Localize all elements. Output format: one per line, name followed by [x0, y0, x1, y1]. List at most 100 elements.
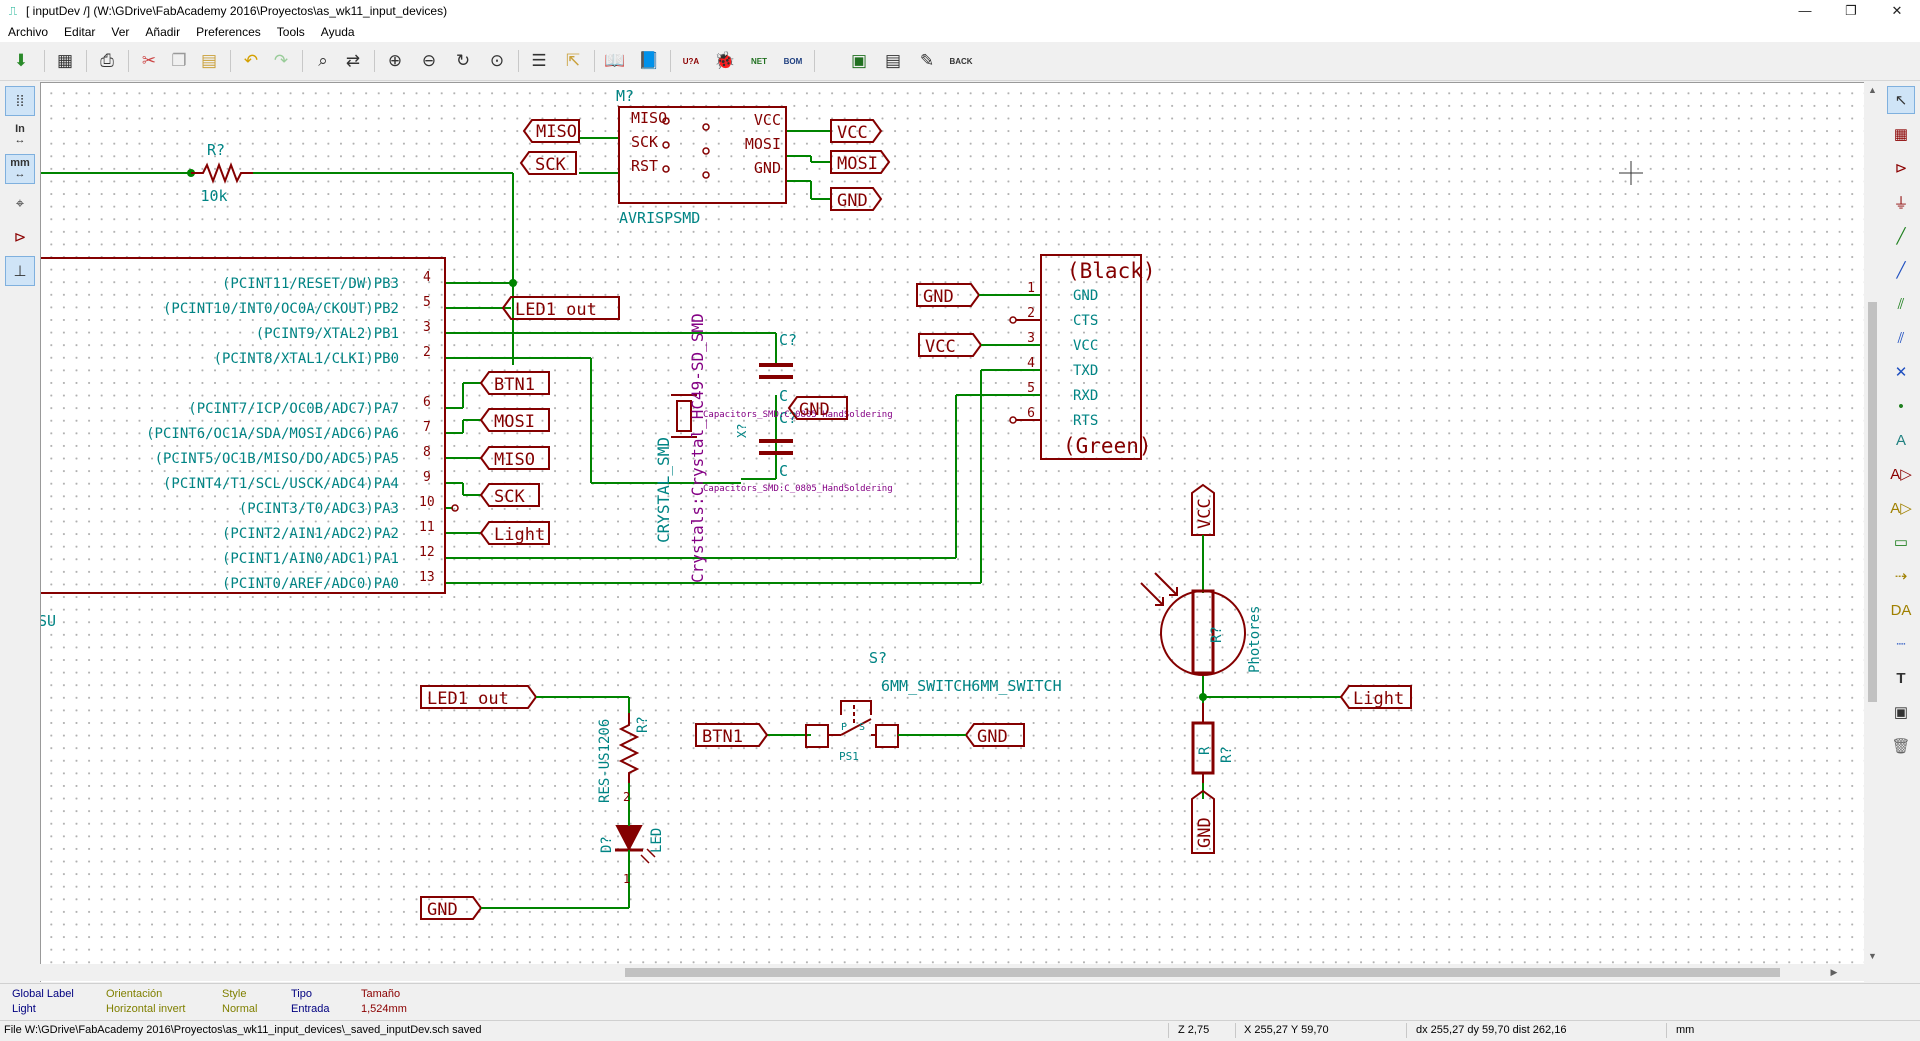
- add-sheet-pin-icon[interactable]: DA: [1890, 601, 1912, 619]
- add-graphic-line-icon[interactable]: ┈: [1896, 636, 1906, 653]
- add-image-icon[interactable]: ▣: [1893, 704, 1909, 721]
- label-btn1[interactable]: BTN1: [479, 371, 550, 395]
- led-triangle: [615, 825, 643, 852]
- add-wire-icon[interactable]: ╱: [1896, 228, 1906, 245]
- ftdi-pin-lines: [1016, 319, 1041, 421]
- import-sheet-pin-icon[interactable]: ⇢: [1894, 568, 1908, 585]
- bom-icon[interactable]: BOM: [780, 48, 806, 74]
- add-label-icon[interactable]: A: [1895, 431, 1906, 449]
- label-switch-gnd[interactable]: GND: [964, 723, 1025, 747]
- units-inch-button[interactable]: In↔: [14, 123, 26, 146]
- select-arrow-icon[interactable]: ↖: [1887, 86, 1915, 114]
- menu-ayuda[interactable]: Ayuda: [320, 25, 355, 39]
- label-isp-mosi[interactable]: MOSI: [830, 150, 891, 174]
- maximize-button[interactable]: ❐: [1845, 3, 1857, 18]
- print-icon[interactable]: ⎙: [100, 51, 114, 70]
- msg-item-label: Global Label Light: [12, 987, 74, 1017]
- wire-bus-entry-icon[interactable]: ⫽: [1897, 295, 1905, 313]
- add-text-icon[interactable]: T: [1896, 669, 1906, 687]
- zoom-in-icon[interactable]: ⊕: [387, 51, 403, 70]
- label-miso[interactable]: MISO: [479, 446, 550, 470]
- horizontal-scroll-thumb[interactable]: [625, 968, 1780, 977]
- copy-icon[interactable]: ❐: [171, 51, 187, 70]
- back-annotate-icon[interactable]: BACK: [948, 48, 974, 74]
- redo-icon[interactable]: ↷: [273, 51, 289, 70]
- scroll-right-icon[interactable]: ▶: [1830, 967, 1838, 977]
- label-ftdi-gnd[interactable]: GND: [916, 283, 981, 307]
- horizontal-scrollbar[interactable]: ▶: [40, 964, 1864, 981]
- mcu-pin-num-5: 5: [423, 295, 431, 310]
- undo-icon[interactable]: ↶: [243, 51, 259, 70]
- library-browser-icon[interactable]: 📘: [638, 51, 660, 70]
- pcbnew-icon[interactable]: ▤: [884, 51, 902, 70]
- wire-angle-icon[interactable]: ⊥: [5, 256, 35, 286]
- label-isp-gnd[interactable]: GND: [830, 187, 883, 211]
- bus-bus-entry-icon[interactable]: ⫽: [1897, 329, 1905, 347]
- erc-icon[interactable]: 🐞: [714, 51, 736, 70]
- netlist-icon[interactable]: NET: [746, 48, 772, 74]
- add-component-icon[interactable]: ⊳: [1894, 160, 1908, 177]
- add-junction-icon[interactable]: •: [1898, 397, 1904, 415]
- label-photo-gnd[interactable]: GND: [1191, 789, 1215, 854]
- label-light-mcu[interactable]: Light: [479, 521, 550, 545]
- library-editor-icon[interactable]: 📖: [604, 51, 626, 70]
- label-sck[interactable]: SCK: [479, 483, 540, 507]
- hidden-pins-icon[interactable]: ⊳: [13, 229, 27, 246]
- cvpcb-icon[interactable]: ▣: [850, 51, 868, 70]
- schematic-canvas[interactable]: R? 10k M? AVRISPSMD MISO SCK RST VCC MOS…: [40, 82, 1864, 982]
- label-led-led1-out[interactable]: LED1_out: [420, 685, 538, 709]
- units-mm-button[interactable]: mm↔: [5, 154, 35, 184]
- cursor-shape-icon[interactable]: ⌖: [15, 194, 25, 212]
- menu-tools[interactable]: Tools: [276, 25, 305, 39]
- zoom-out-icon[interactable]: ⊖: [421, 51, 437, 70]
- scroll-up-icon[interactable]: ▲: [1868, 85, 1877, 95]
- label-led-gnd[interactable]: GND: [420, 896, 483, 920]
- vertical-scroll-thumb[interactable]: [1868, 302, 1877, 702]
- label-led-gnd-text: GND: [427, 900, 458, 920]
- menu-editar[interactable]: Editar: [64, 25, 96, 39]
- annotate-icon[interactable]: U?A: [678, 48, 704, 74]
- close-button[interactable]: ✕: [1891, 3, 1903, 18]
- delete-icon[interactable]: 🗑: [1891, 738, 1911, 755]
- menu-archivo[interactable]: Archivo: [8, 25, 49, 39]
- label-isp-miso[interactable]: MISO: [522, 119, 580, 143]
- menu-anadir[interactable]: Añadir: [145, 25, 181, 39]
- switch-s-label: S: [859, 722, 865, 733]
- add-power-icon[interactable]: ⏚: [1893, 194, 1909, 212]
- add-hier-label-icon[interactable]: A▷: [1890, 500, 1912, 517]
- scroll-down-icon[interactable]: ▼: [1868, 951, 1877, 961]
- menu-ver[interactable]: Ver: [111, 25, 130, 39]
- label-mosi[interactable]: MOSI: [479, 408, 550, 432]
- label-switch-btn1[interactable]: BTN1: [695, 723, 769, 747]
- hierarchy-icon[interactable]: ☰: [531, 51, 547, 70]
- highlight-net-icon[interactable]: ▦: [1893, 126, 1909, 143]
- cut-icon[interactable]: ✂: [141, 51, 157, 70]
- paste-icon[interactable]: ▤: [200, 51, 218, 70]
- label-isp-vcc[interactable]: VCC: [830, 119, 883, 143]
- find-replace-icon[interactable]: ⇄: [345, 51, 361, 70]
- add-global-label-icon[interactable]: A▷: [1890, 466, 1912, 483]
- vertical-scrollbar[interactable]: ▲ ▼: [1864, 82, 1881, 982]
- grid-toggle-icon[interactable]: ⁞⁞: [5, 86, 35, 116]
- add-hier-sheet-icon[interactable]: ▭: [1893, 534, 1909, 551]
- add-bus-icon[interactable]: ╱: [1896, 262, 1906, 279]
- mcu-pin-num-3: 3: [423, 320, 431, 335]
- crystal-value: CRYSTAL_SMD: [654, 437, 673, 543]
- page-settings-icon[interactable]: ▦: [56, 51, 74, 70]
- label-cap-gnd[interactable]: GND: [787, 396, 848, 420]
- find-icon[interactable]: ⌕: [318, 51, 328, 70]
- redraw-icon[interactable]: ↻: [455, 51, 471, 70]
- leave-sheet-icon[interactable]: ⇱: [565, 51, 581, 70]
- label-isp-sck[interactable]: SCK: [519, 151, 577, 175]
- label-led1-out[interactable]: LED1_out: [501, 296, 620, 320]
- switch-ps1-label: PS1: [839, 750, 859, 763]
- import-footprint-icon[interactable]: ✎: [919, 51, 935, 70]
- minimize-button[interactable]: —: [1798, 3, 1812, 18]
- zoom-fit-icon[interactable]: ⊙: [489, 51, 505, 70]
- menu-preferences[interactable]: Preferences: [196, 25, 261, 39]
- no-connect-icon[interactable]: ✕: [1894, 364, 1908, 381]
- save-icon[interactable]: ⬇: [13, 51, 29, 70]
- label-photo-vcc[interactable]: VCC: [1191, 483, 1215, 536]
- label-ftdi-vcc[interactable]: VCC: [918, 333, 983, 357]
- label-photo-light[interactable]: Light: [1339, 685, 1412, 709]
